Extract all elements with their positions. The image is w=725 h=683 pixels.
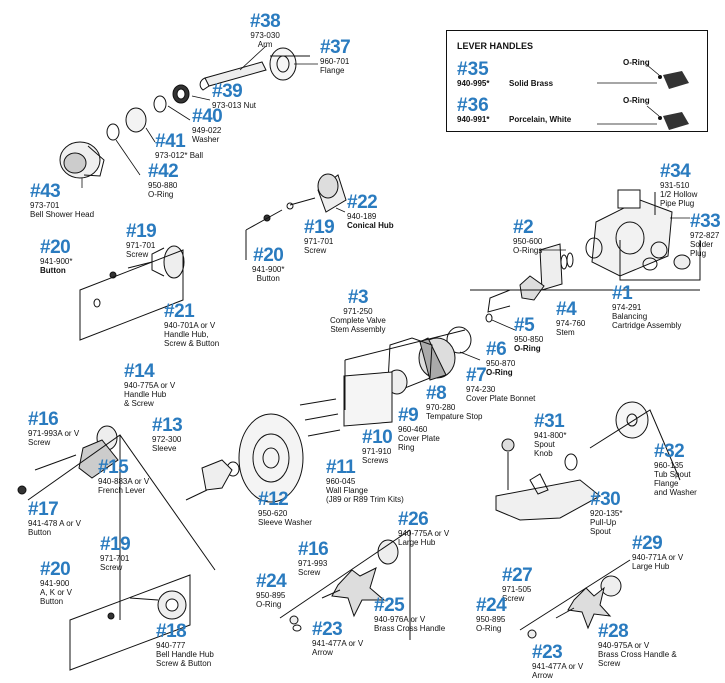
- lever-35-oring: O-Ring: [623, 58, 650, 67]
- lever-35-material: Solid Brass: [509, 79, 554, 88]
- lever-35-number: #35: [457, 59, 489, 80]
- handle-hub-drawing: [79, 245, 185, 341]
- valve-body-drawing: [585, 189, 701, 281]
- lever-handles-title: LEVER HANDLES: [457, 41, 534, 51]
- lever-36-number: #36: [457, 95, 489, 116]
- lever-36-part-no: 940-991*: [457, 115, 490, 124]
- lever-36-material: Porcelain, White: [509, 115, 572, 124]
- cross-handle-left-drawing: [279, 529, 411, 640]
- cartridge-drawing: [470, 243, 700, 323]
- bonnet-assembly-drawing: [299, 326, 472, 437]
- french-lever-drawing: [17, 425, 216, 620]
- lever-handles-box: LEVER HANDLES #35 940-995* Solid Brass O…: [446, 30, 708, 132]
- lever-35-part-no: 940-995*: [457, 79, 490, 88]
- wall-flange-drawing: [185, 413, 304, 503]
- lever-36-oring: O-Ring: [623, 96, 650, 105]
- bell-handle-drawing: [69, 574, 191, 671]
- shower-head-drawing: [59, 84, 190, 179]
- lever-handles-art: [597, 64, 689, 130]
- conical-hub-drawing: [245, 173, 347, 260]
- tub-spout-drawing: [495, 401, 681, 521]
- cross-handle-right-drawing: [519, 559, 631, 639]
